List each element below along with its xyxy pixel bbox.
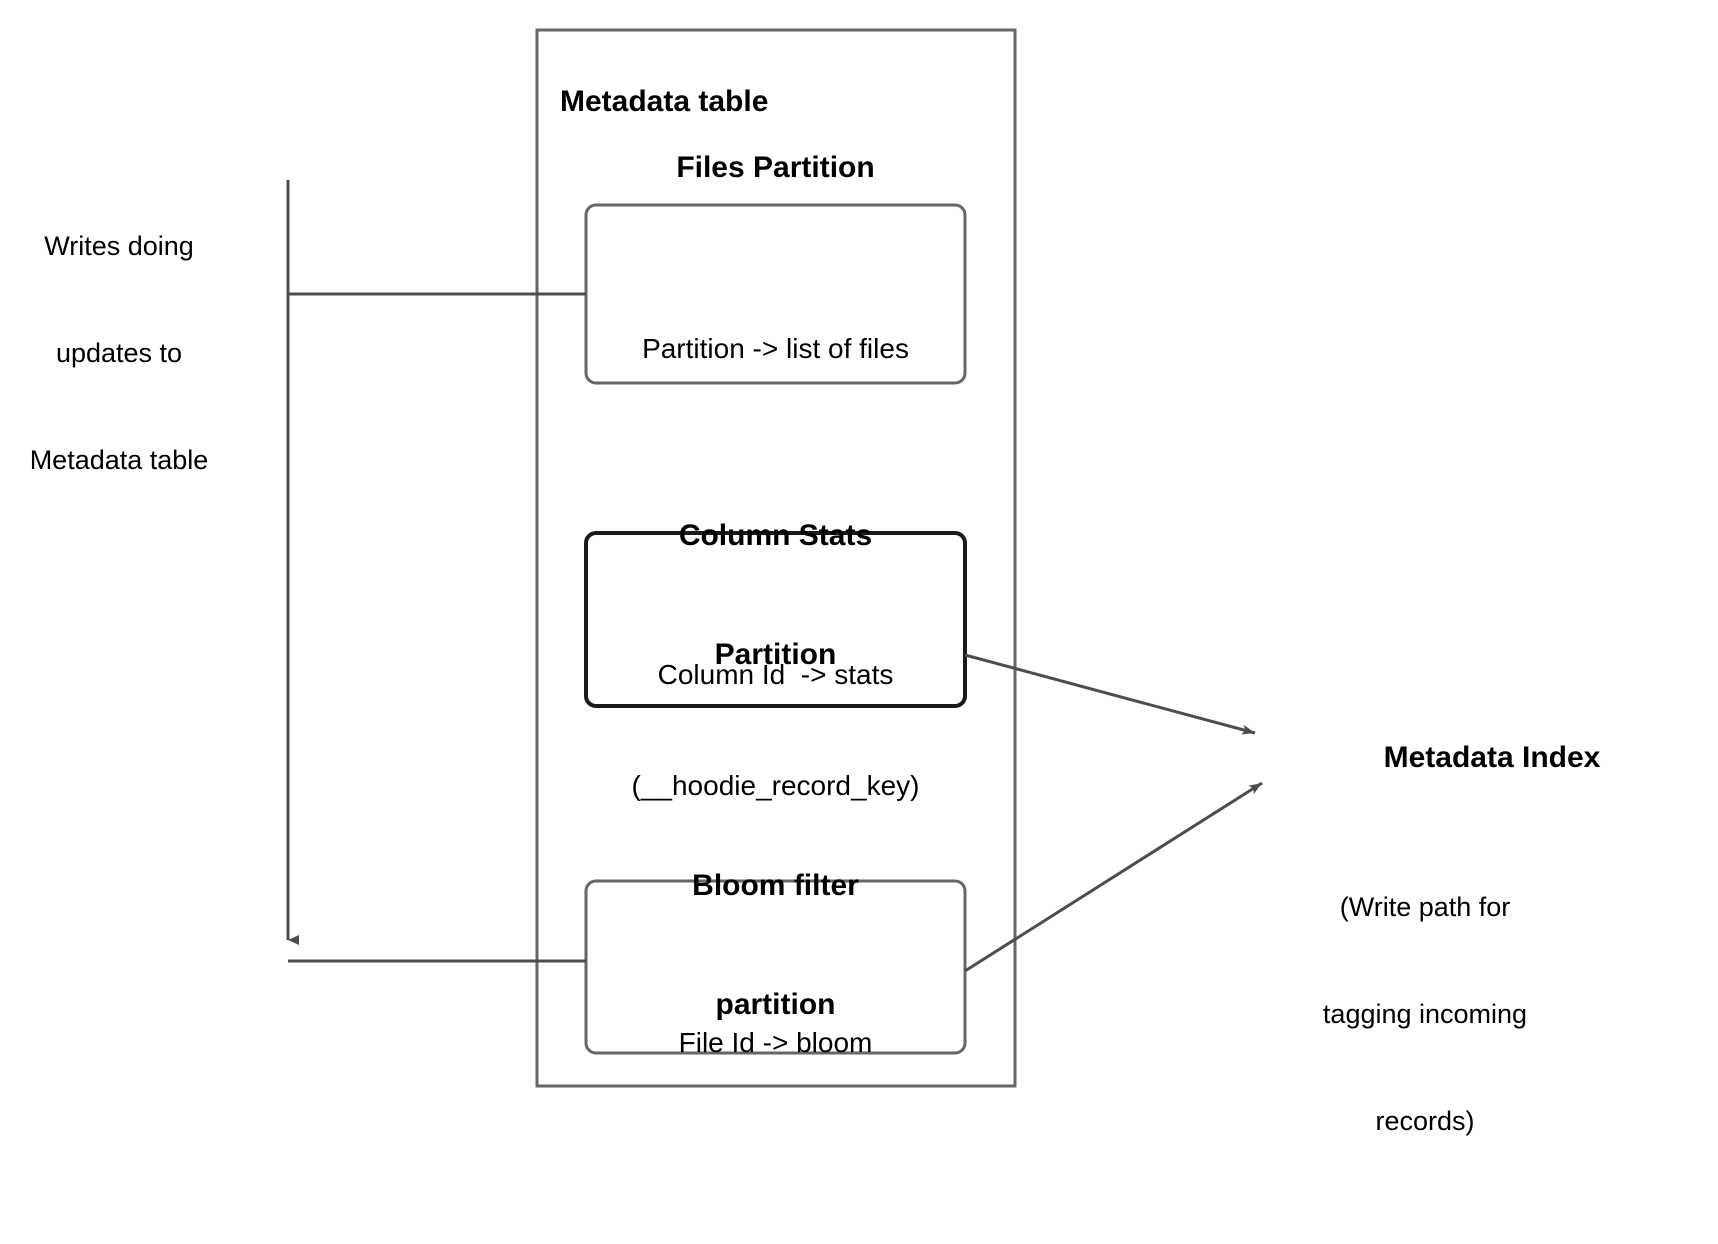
- column-stats-partition-box: [584, 531, 967, 708]
- metadata-table-label: Metadata table: [560, 85, 769, 118]
- column-stats-heading-line-2: Partition: [714, 637, 837, 671]
- column-stats-box-line-1: Column Id -> stats: [657, 658, 894, 690]
- column-stats-heading-line-1: Column Stats: [678, 519, 873, 553]
- column-stats-box-line-2: (__hoodie_record_key): [631, 769, 920, 801]
- writes-note: Writes doing updates to Metadata table: [10, 158, 228, 550]
- column-stats-box-text: Column Id -> stats (__hoodie_record_key): [586, 583, 965, 879]
- bloom-filter-box-text: File Id -> bloom: [586, 951, 965, 1136]
- metadata-index-subtitle-line-2: tagging incoming: [1322, 999, 1528, 1030]
- metadata-index-subtitle-line-1: (Write path for: [1339, 892, 1511, 923]
- writes-note-line-2: updates to: [55, 338, 183, 369]
- metadata-index-subtitle: (Write path for tagging incoming records…: [1300, 819, 1550, 1211]
- metadata-table-container: [535, 28, 1017, 1088]
- metadata-index-subtitle-line-3: records): [1375, 1106, 1475, 1136]
- bloom-filter-heading-line-2: partition: [715, 987, 836, 1021]
- writes-note-line-1: Writes doing: [44, 231, 194, 262]
- bloom-filter-partition-box: [584, 879, 967, 1055]
- column-stats-partition-heading: Column Stats Partition: [586, 437, 965, 754]
- column-stats-to-index-connector: [964, 653, 1256, 735]
- metadata-index-title: Metadata Index: [1383, 741, 1601, 774]
- files-partition-box-text: Partition -> list of files: [586, 257, 965, 442]
- bloom-to-index-connector: [964, 781, 1263, 973]
- writes-note-line-3: Metadata table: [29, 445, 209, 475]
- files-partition-heading: Files Partition: [676, 151, 875, 184]
- files-partition-box-line-1: Partition -> list of files: [642, 332, 909, 364]
- bloom-filter-heading-line-1: Bloom filter: [692, 869, 859, 903]
- bloom-filter-box-line-1: File Id -> bloom: [678, 1026, 873, 1058]
- bloom-filter-partition-heading: Bloom filter partition: [586, 787, 965, 1104]
